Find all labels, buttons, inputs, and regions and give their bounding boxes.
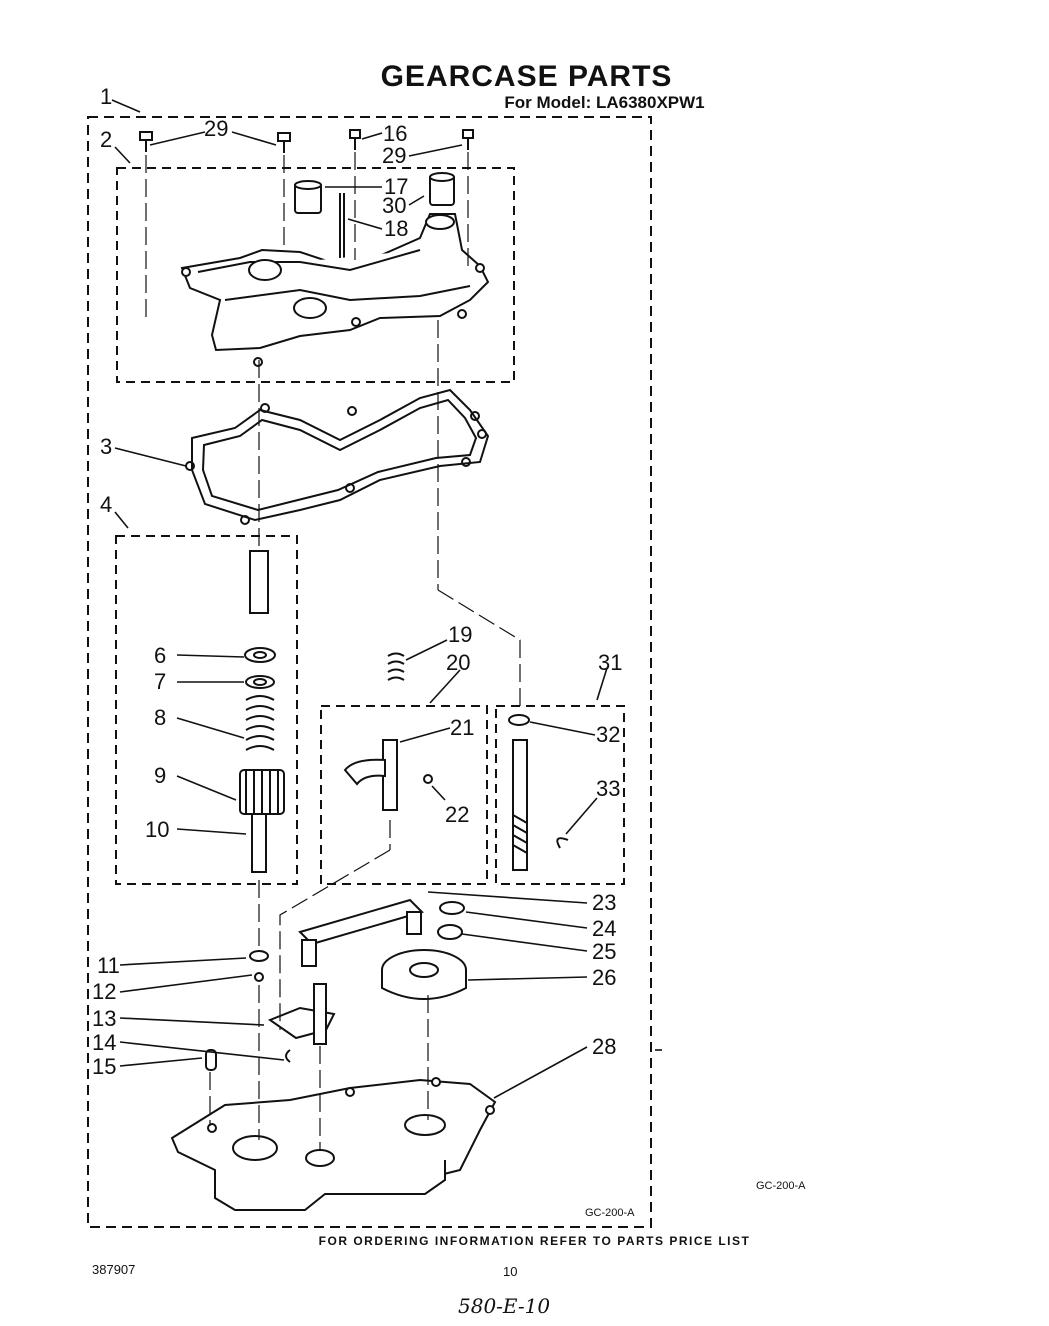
callout-4: 4 (100, 492, 112, 517)
callout-13: 13 (92, 1006, 116, 1031)
callout-31: 31 (598, 650, 622, 675)
handwritten-code: 580-E-10 (458, 1294, 551, 1318)
callout-19: 19 (448, 622, 472, 647)
bushings (294, 172, 455, 260)
callout-14: 14 (92, 1030, 116, 1055)
callout-8: 8 (154, 705, 166, 730)
page-title: GEARCASE PARTS (380, 60, 673, 93)
callout-11: 11 (97, 953, 120, 978)
callout-29-left: 29 (204, 116, 228, 141)
callout-labels: 1 2 3 4 6 7 8 9 10 11 12 13 14 15 16 17 … (92, 84, 622, 1079)
callout-22: 22 (445, 802, 469, 827)
callout-7: 7 (154, 669, 166, 694)
callout-3: 3 (100, 434, 112, 459)
callout-26: 26 (592, 965, 616, 990)
figure-code: GC-200-A (756, 1180, 806, 1192)
screws-top (139, 129, 474, 153)
gearcase-housing (170, 1077, 497, 1211)
page-number: 10 (503, 1264, 518, 1279)
callout-28: 28 (592, 1034, 616, 1059)
callout-25: 25 (592, 939, 616, 964)
callout-23: 23 (592, 890, 616, 915)
shifter-assembly-box (320, 705, 488, 885)
guide-lines (145, 152, 521, 1150)
outer-assembly-frame (87, 116, 652, 1228)
callout-9: 9 (154, 763, 166, 788)
callout-2: 2 (100, 127, 112, 152)
callout-18: 18 (384, 216, 408, 241)
callout-16: 16 (383, 121, 407, 146)
callout-21: 21 (450, 715, 474, 740)
callout-1: 1 (100, 84, 112, 109)
callout-15: 15 (92, 1054, 116, 1079)
lower-parts (205, 898, 467, 1071)
callout-29-right: 29 (382, 143, 406, 168)
pinion-parts (239, 550, 285, 873)
callout-24: 24 (592, 916, 616, 941)
callout-6: 6 (154, 643, 166, 668)
ordering-note: FOR ORDERING INFORMATION REFER TO PARTS … (318, 1234, 751, 1248)
leader-lines (111, 99, 662, 1099)
callout-33: 33 (596, 776, 620, 801)
callout-30: 30 (382, 193, 406, 218)
document-number: 387907 (92, 1262, 136, 1277)
worm-assembly-box (495, 705, 625, 885)
pinion-assembly-box (115, 535, 298, 885)
callout-32: 32 (596, 722, 620, 747)
worm-parts (508, 714, 569, 871)
cover-assembly-box (116, 167, 515, 383)
callout-17: 17 (384, 174, 408, 199)
callout-10: 10 (145, 817, 169, 842)
callout-12: 12 (92, 979, 116, 1004)
shifter-parts (343, 652, 433, 811)
callout-20: 20 (446, 650, 470, 675)
figure-code-inner: GC-200-A (585, 1207, 635, 1219)
model-subtitle: For Model: LA6380XPW1 (504, 93, 705, 112)
gearcase-cover (180, 213, 490, 367)
gasket (185, 388, 490, 525)
